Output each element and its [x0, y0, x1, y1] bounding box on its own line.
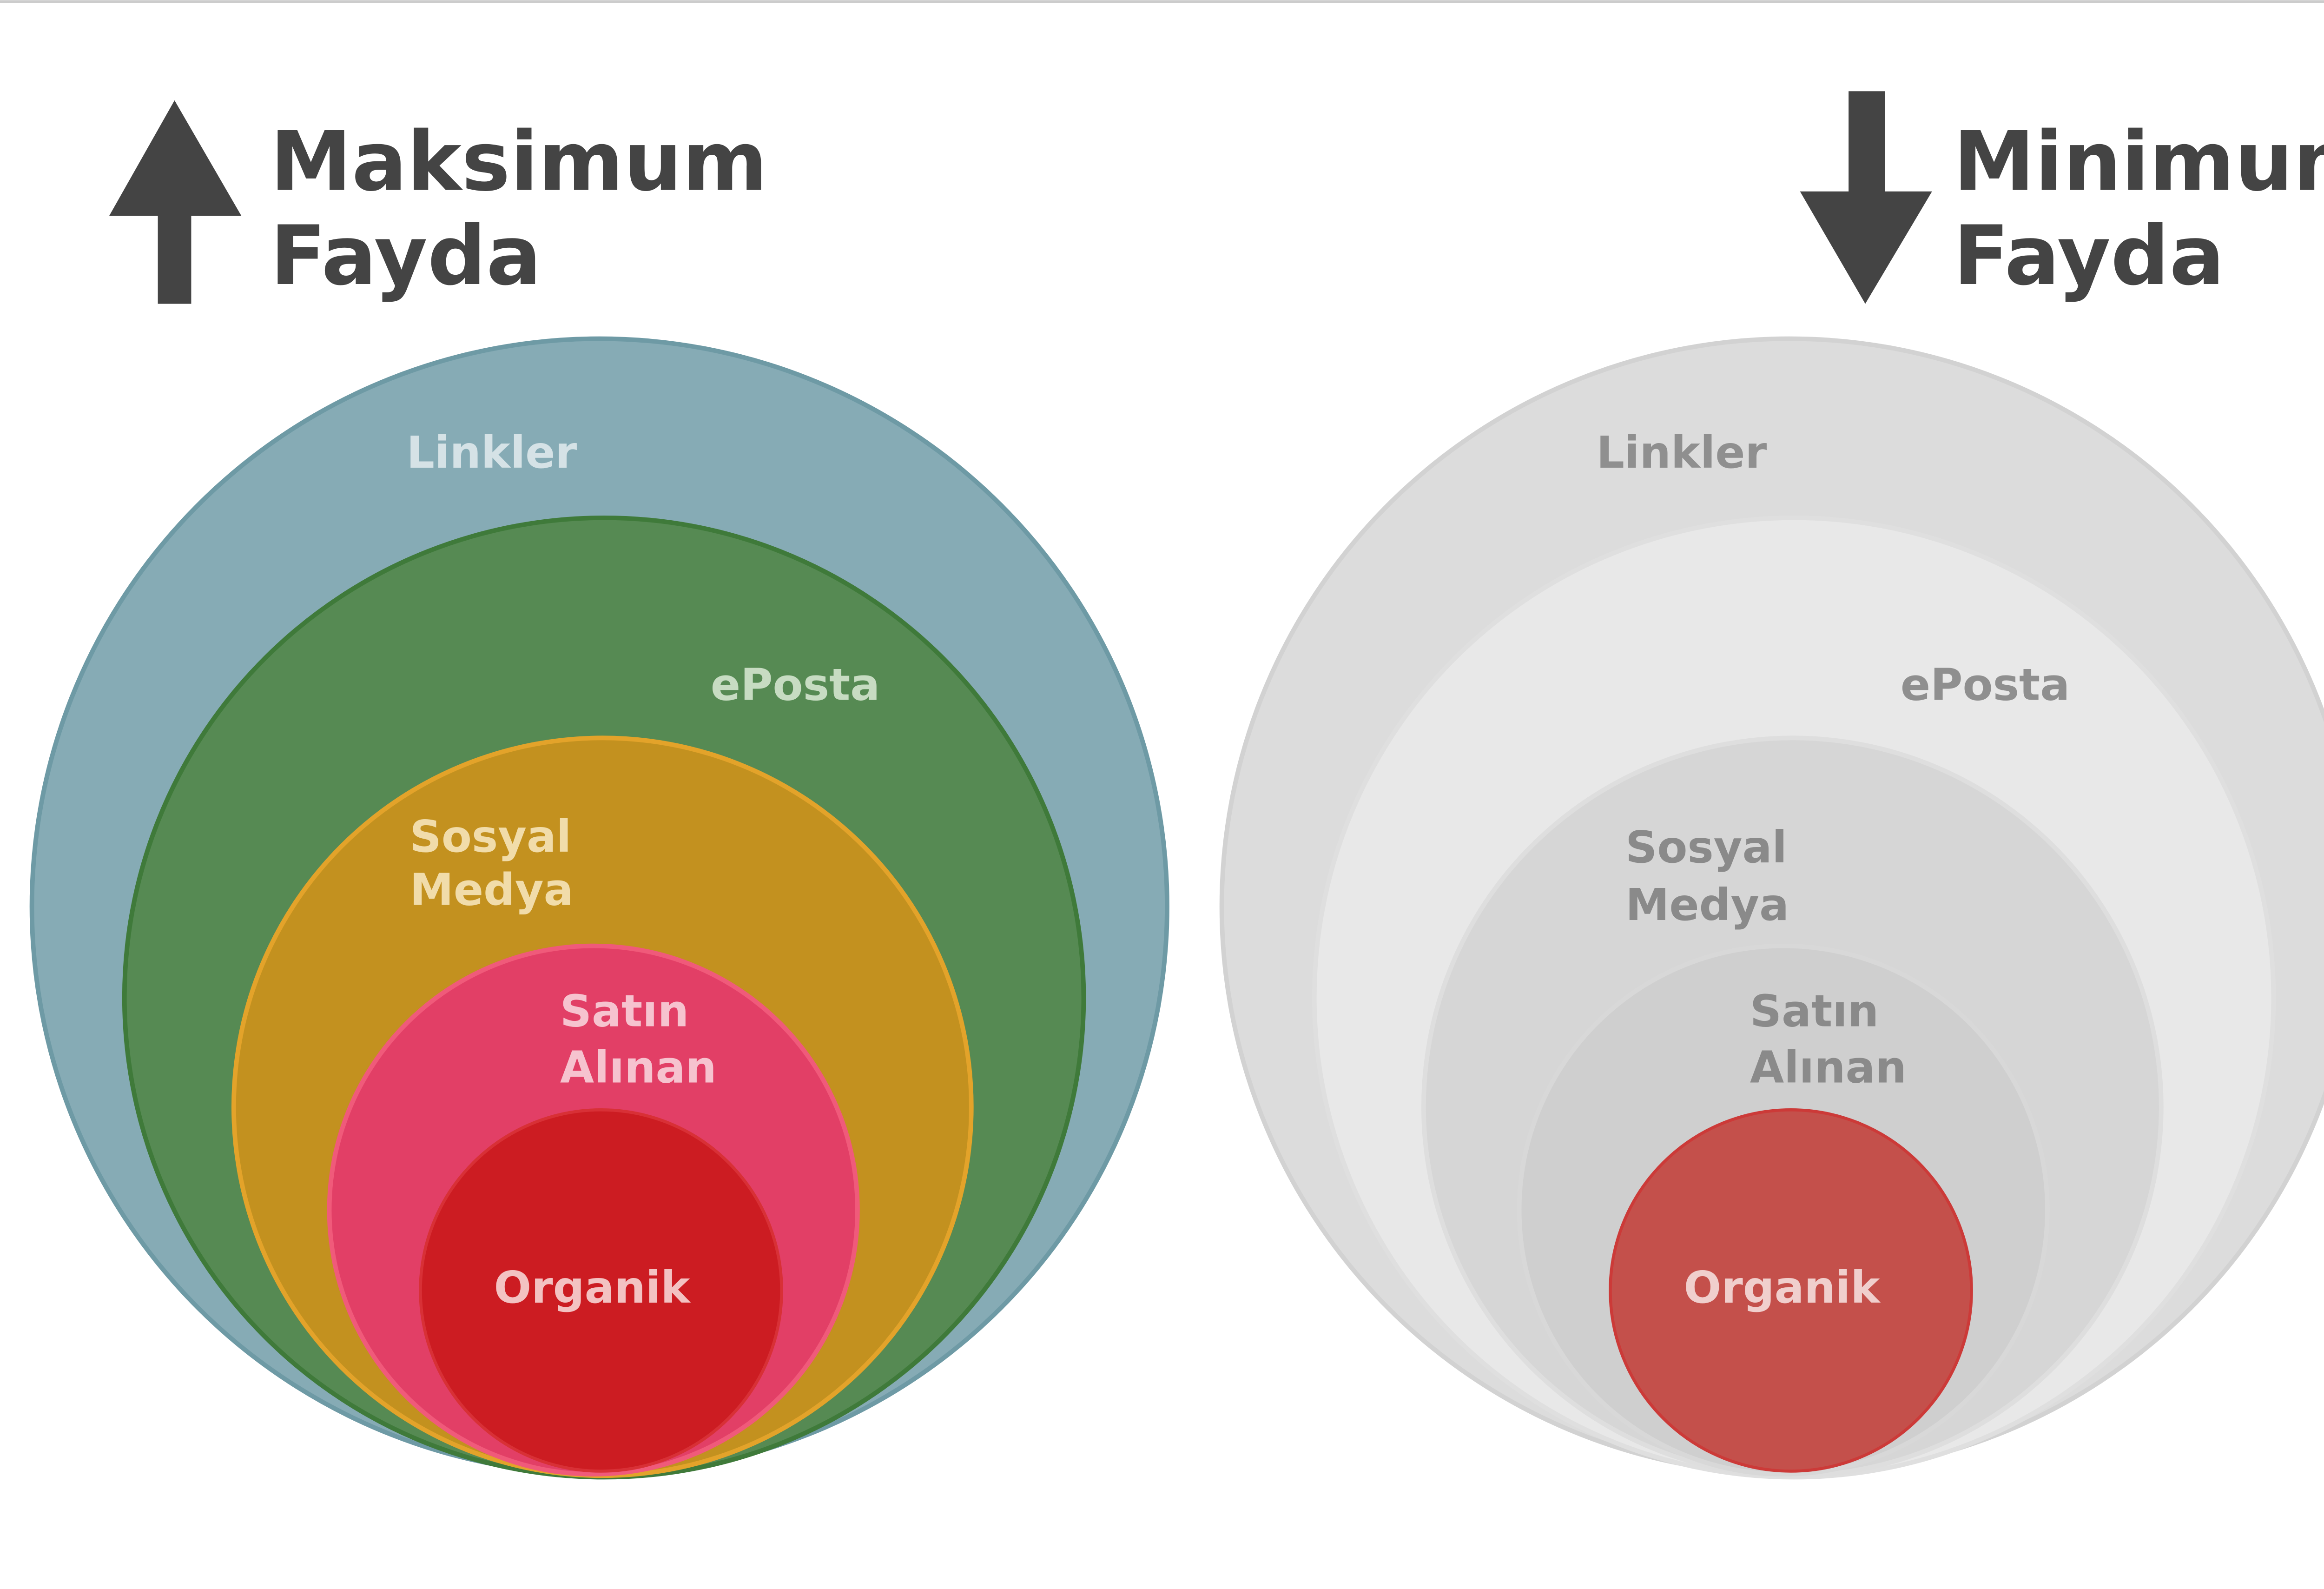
- max-label-linkler: Linkler: [407, 427, 577, 478]
- min-label-satin-line1: Satın: [1750, 986, 1879, 1037]
- max-heading: Maksimum Fayda: [109, 100, 767, 304]
- max-heading-line2: Fayda: [270, 208, 541, 304]
- max-label-satin-line2: Alınan: [560, 1042, 717, 1093]
- min-label-sosyal-line2: Medya: [1625, 880, 1789, 931]
- max-label-eposta: ePosta: [711, 660, 880, 711]
- min-circle-organik: [1609, 1108, 1973, 1473]
- max-label-sosyal-line1: Sosyal: [410, 811, 572, 862]
- max-diagram: Linkler ePosta Sosyal Medya Satın Alınan…: [29, 336, 1169, 1480]
- min-label-organik: Organik: [1684, 1262, 1881, 1313]
- max-label-organik: Organik: [494, 1262, 691, 1313]
- min-heading: Minimum Fayda: [1800, 91, 2324, 304]
- max-circle-organik: [419, 1108, 783, 1473]
- min-label-satin-line2: Alınan: [1750, 1042, 1907, 1093]
- max-label-satin-line1: Satın: [560, 986, 689, 1037]
- arrow-down-icon: [1800, 91, 1932, 304]
- max-label-sosyal-line2: Medya: [410, 865, 574, 916]
- min-label-eposta: ePosta: [1901, 660, 2070, 711]
- arrow-up-icon: [109, 100, 242, 304]
- min-label-linkler: Linkler: [1597, 427, 1767, 478]
- min-label-sosyal-line1: Sosyal: [1625, 822, 1787, 873]
- min-diagram: Linkler ePosta Sosyal Medya Satın Alınan…: [1220, 337, 2324, 1480]
- min-heading-line1: Minimum: [1953, 114, 2324, 210]
- min-heading-line2: Fayda: [1953, 208, 2225, 304]
- max-heading-line1: Maksimum: [270, 114, 767, 210]
